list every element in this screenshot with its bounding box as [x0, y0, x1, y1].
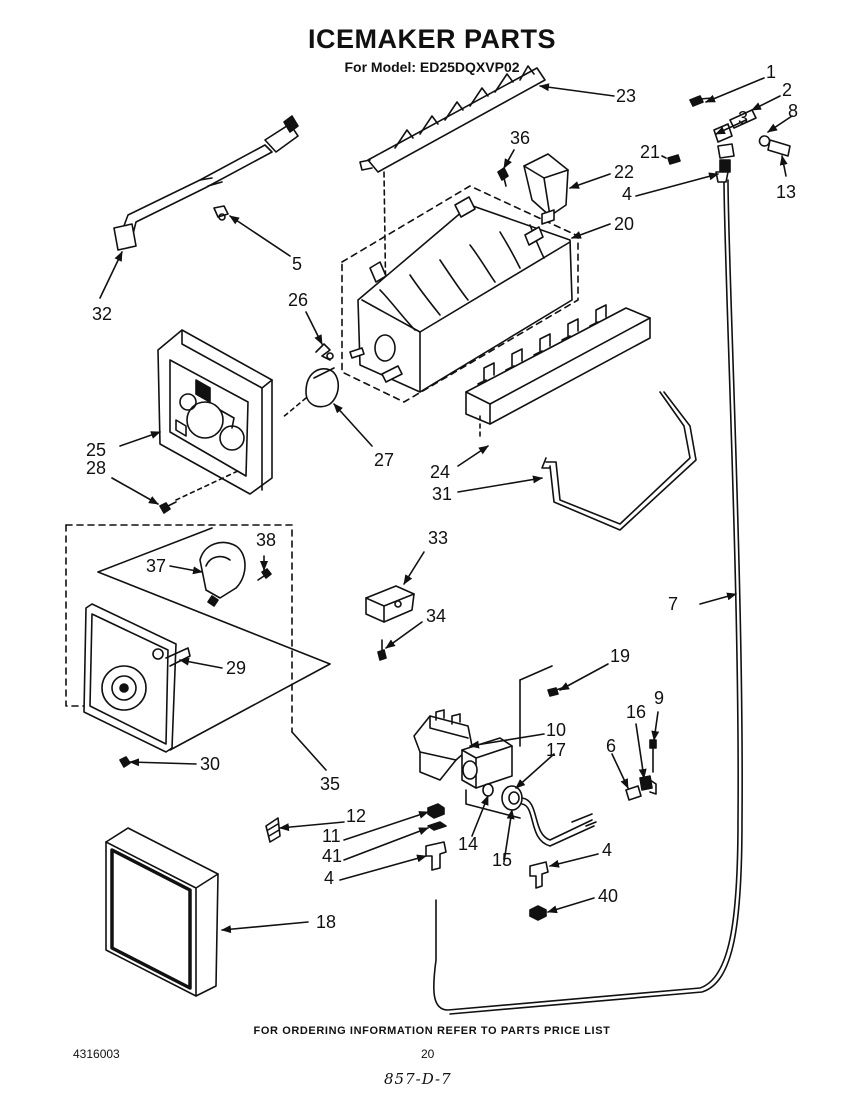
callout-3: 3: [738, 108, 748, 128]
leader-lines: [99, 77, 793, 934]
wire-harness-part-32: [113, 115, 299, 251]
callout-10: 10: [546, 720, 566, 740]
callout-38: 38: [256, 530, 276, 550]
callout-20: 20: [614, 214, 634, 234]
clip-part-5: [213, 205, 229, 221]
sleeve-part-41: [427, 821, 447, 831]
callout-32: 32: [92, 304, 112, 324]
callout-33: 33: [428, 528, 448, 548]
callout-4-right: 4: [602, 840, 612, 860]
callout-31: 31: [432, 484, 452, 504]
cover-part-18: [105, 827, 219, 997]
module-assembly-part-35: [65, 524, 331, 753]
callout-13: 13: [776, 182, 796, 202]
callout-labels: 1 2 3 8 21 13 4 23 36 22 20 5 32 26 25 2…: [86, 62, 798, 932]
callout-7: 7: [668, 594, 678, 614]
callout-8: 8: [788, 101, 798, 121]
callout-40: 40: [598, 886, 618, 906]
callout-6: 6: [606, 736, 616, 756]
nut-part-40: [529, 905, 547, 921]
callout-21: 21: [640, 142, 660, 162]
callout-27: 27: [374, 450, 394, 470]
callout-24: 24: [430, 462, 450, 482]
nut-part-15: [501, 785, 523, 811]
model-subtitle: For Model: ED25DQXVP02: [344, 59, 520, 75]
screw-part-19: [547, 687, 563, 697]
callout-34: 34: [426, 606, 446, 626]
shutoff-arm-part-31: [541, 391, 697, 531]
callout-15: 15: [492, 850, 512, 870]
callout-35: 35: [320, 774, 340, 794]
callout-4-top: 4: [622, 184, 632, 204]
callout-4-lower: 4: [324, 868, 334, 888]
callout-23: 23: [616, 86, 636, 106]
screw-part-28: [159, 469, 241, 514]
callout-18: 18: [316, 912, 336, 932]
screw-part-36: [497, 167, 509, 187]
callout-14: 14: [458, 834, 478, 854]
callout-36: 36: [510, 128, 530, 148]
seal-part-14: [482, 783, 494, 797]
bracket-part-33: [365, 585, 415, 623]
fitting-parts-top-right: [667, 95, 791, 183]
insert-part-6: [625, 785, 642, 801]
water-valve-part-10: [413, 665, 553, 819]
callout-41: 41: [322, 846, 342, 866]
housing-part-25: [157, 329, 273, 495]
document-number: 4316003: [73, 1047, 120, 1061]
clamp-part-16: [639, 775, 657, 795]
page-title: ICEMAKER PARTS: [307, 24, 556, 54]
page-number: 20: [421, 1047, 435, 1061]
handwritten-note: 857-D-7: [384, 1070, 452, 1088]
screw-part-34: [377, 639, 387, 661]
callout-26: 26: [288, 290, 308, 310]
callout-12: 12: [346, 806, 366, 826]
fill-tube-part-7: [432, 179, 743, 1015]
callout-22: 22: [614, 162, 634, 182]
callout-29: 29: [226, 658, 246, 678]
ordering-note: FOR ORDERING INFORMATION REFER TO PARTS …: [253, 1025, 611, 1037]
fitting-part-4-lower: [425, 841, 447, 871]
callout-30: 30: [200, 754, 220, 774]
fill-cup-part-22: [523, 153, 569, 225]
callout-1: 1: [766, 62, 776, 82]
screw-part-30: [119, 756, 131, 768]
mold-part-20: [341, 185, 579, 403]
callout-28: 28: [86, 458, 106, 478]
screw-part-38: [257, 568, 272, 581]
callout-11: 11: [322, 826, 341, 846]
tube-part-17: [521, 797, 597, 847]
drive-part-27: [281, 367, 340, 419]
screw-part-9: [649, 739, 657, 773]
callout-19: 19: [610, 646, 630, 666]
callout-2: 2: [782, 80, 792, 100]
callout-5: 5: [292, 254, 302, 274]
spring-part-26: [315, 343, 334, 361]
stripper-part-24: [465, 304, 651, 441]
callout-9: 9: [654, 688, 664, 708]
wire-nut-part-12: [265, 817, 281, 843]
fitting-part-4-right: [529, 861, 549, 889]
callout-16: 16: [626, 702, 646, 722]
callout-37: 37: [146, 556, 166, 576]
nut-part-11: [427, 803, 445, 819]
callout-17: 17: [546, 740, 566, 760]
callout-25: 25: [86, 440, 106, 460]
